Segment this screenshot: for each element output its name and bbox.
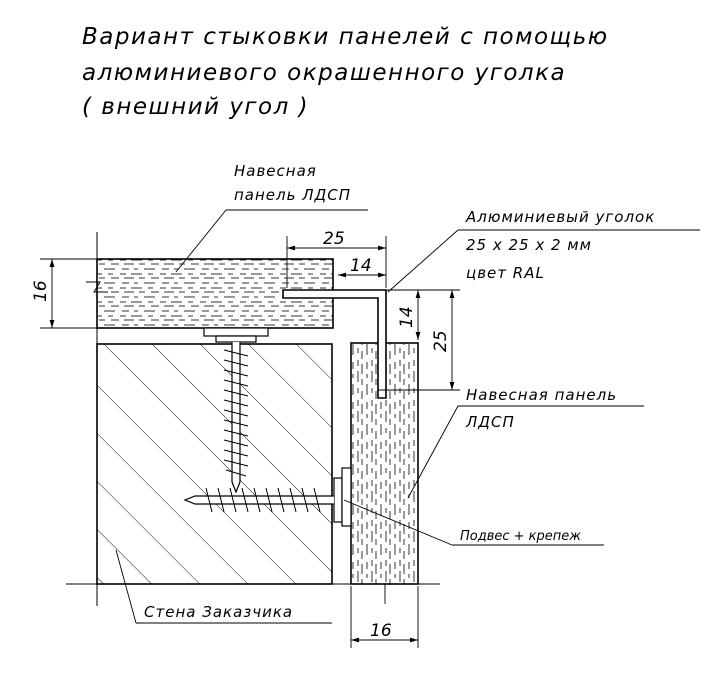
dimension-top: 25 14 [286, 229, 387, 288]
leader-wall: Стена Заказчика [115, 549, 332, 624]
dim-14-right: 14 [397, 306, 417, 328]
label-top-panel-1: Навесная [234, 162, 317, 180]
dim-25-right: 25 [431, 330, 451, 352]
title-line-1: Вариант стыковки панелей с помощью [82, 24, 609, 50]
dimension-left: 16 [31, 258, 97, 329]
side-fastener [183, 467, 352, 527]
leader-top-panel: Навесная панель ЛДСП [175, 162, 368, 273]
dimension-right: 14 25 [378, 289, 460, 391]
dim-16-left: 16 [31, 280, 51, 302]
label-corner-3: цвет RAL [466, 264, 545, 282]
top-fastener [203, 327, 269, 494]
dim-25-top: 25 [323, 229, 345, 249]
customer-wall [66, 232, 440, 606]
leader-right-panel: Навесная панель ЛДСП [407, 386, 644, 499]
label-corner-1: Алюминиевый уголок [465, 208, 655, 226]
leader-fastener: Подвес + крепеж [343, 499, 604, 546]
dim-16-bottom: 16 [370, 621, 392, 641]
dim-14-top: 14 [350, 256, 372, 276]
title-block: Вариант стыковки панелей с помощью алюми… [82, 24, 609, 120]
leader-corner: Алюминиевый уголок 25 х 25 х 2 мм цвет R… [387, 208, 700, 293]
label-top-panel-2: панель ЛДСП [234, 186, 351, 204]
title-line-3: ( внешний угол ) [82, 94, 309, 120]
label-right-panel-1: Навесная панель [466, 386, 617, 404]
label-corner-2: 25 х 25 х 2 мм [466, 236, 592, 254]
label-fastener: Подвес + крепеж [460, 529, 581, 544]
dimension-bottom: 16 [350, 584, 419, 648]
label-right-panel-2: ЛДСП [465, 413, 515, 431]
title-line-2: алюминиевого окрашенного уголка [82, 60, 566, 86]
label-wall: Стена Заказчика [144, 603, 293, 621]
